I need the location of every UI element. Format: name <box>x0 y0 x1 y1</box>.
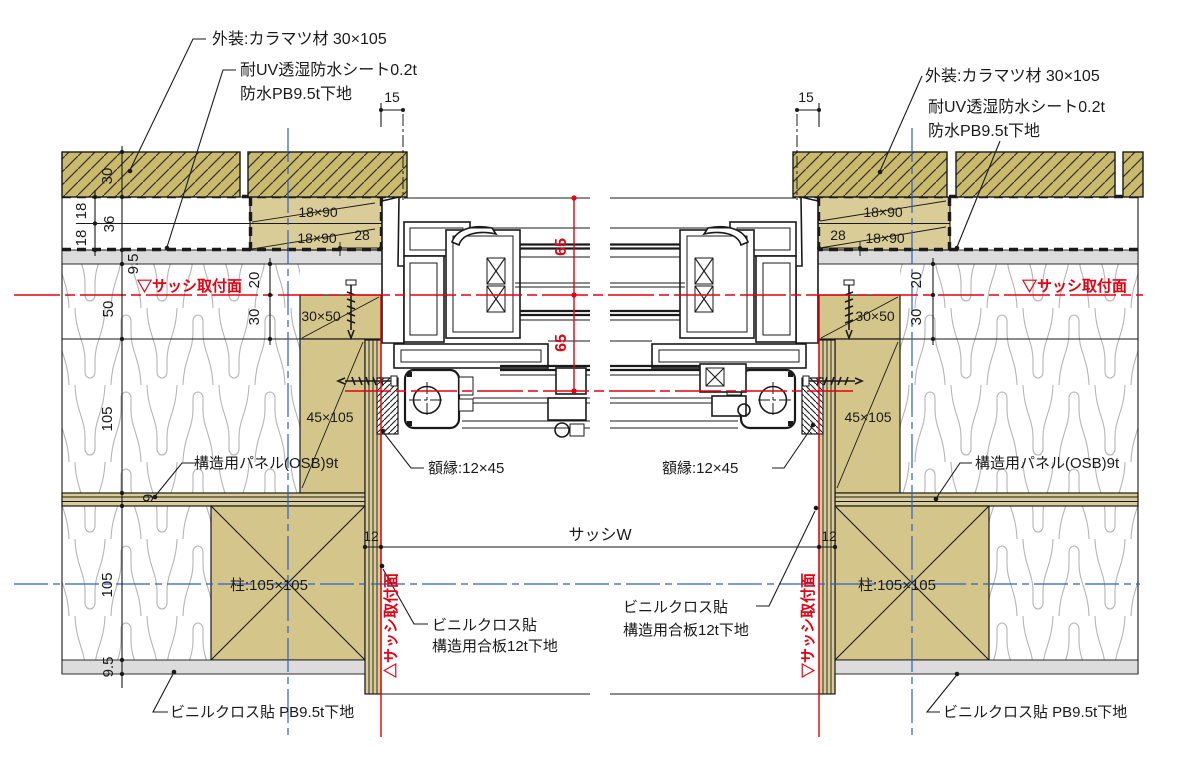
label-furring-left-1: 18×90 <box>298 204 338 220</box>
dim-18-b: 18 <box>73 230 90 247</box>
label-sash-w: サッシW <box>568 527 632 544</box>
dim-9_5-top: 9.5 <box>125 254 142 275</box>
dim-30-cladding: 30 <box>99 168 116 185</box>
label-exterior-left: 外装:カラマツ材 30×105 <box>212 30 387 48</box>
dim-12-right: 12 <box>821 528 837 544</box>
label-vinyl-pb-left: ビニルクロス貼 PB9.5t下地 <box>170 704 354 721</box>
label-sash-face-left: ▽サッシ取付面 <box>136 277 242 295</box>
label-sash-face-vertical-right: ▽サッシ取付面 <box>799 573 817 679</box>
label-plywood12t-left: 構造用合板12t下地 <box>432 637 558 655</box>
dim-65-upper: 65 <box>553 238 570 256</box>
waterproof-pb-band <box>61 249 383 265</box>
label-vinyl-pb-right: ビニルクロス貼 PB9.5t下地 <box>943 704 1127 721</box>
label-exterior-right: 外装:カラマツ材 30×105 <box>925 67 1100 85</box>
label-sash-face-right: ▽サッシ取付面 <box>1021 277 1127 295</box>
label-furring-left-2: 18×90 <box>297 230 337 246</box>
osb-band <box>61 492 366 507</box>
insulation-105-zone-inner <box>62 506 211 660</box>
label-furring-right-1: 18×90 <box>863 204 903 220</box>
dim-36: 36 <box>101 216 118 233</box>
label-frame-right: 額縁:12×45 <box>662 460 738 477</box>
label-30x50-right: 30×50 <box>855 308 895 324</box>
screw-vertical <box>345 279 357 341</box>
label-45x105-right: 45×105 <box>844 409 891 425</box>
dim-30-right: 30 <box>908 309 925 326</box>
label-30x50-left: 30×50 <box>301 308 341 324</box>
dim-105-inner: 105 <box>99 572 116 597</box>
dim-12-left: 12 <box>363 528 379 544</box>
dim-20-left: 20 <box>246 272 263 289</box>
insulation-105-zone <box>62 339 300 493</box>
dim-28-right: 28 <box>830 227 846 243</box>
insulation-50-zone <box>62 264 300 339</box>
label-pb-waterproof-left: 防水PB9.5t下地 <box>240 85 352 103</box>
label-osb-right: 構造用パネル(OSB)9t <box>975 455 1120 472</box>
label-vinyl-cloth-right: ビニルクロス貼 <box>623 599 728 616</box>
lower-sash-hardware-left <box>547 367 587 438</box>
label-frame-left: 額縁:12×45 <box>428 460 504 477</box>
glazing-lines <box>404 197 796 429</box>
member-annotation-lines <box>251 200 947 489</box>
label-furring-right-2: 18×90 <box>865 230 905 246</box>
label-pillar-left: 柱:105×105 <box>230 577 308 594</box>
frame-12x45-block <box>376 377 399 435</box>
exterior-cladding <box>61 151 1144 198</box>
label-sash-face-vertical-left: △サッシ取付面 <box>382 573 400 679</box>
dimension-lines <box>76 103 936 688</box>
label-uv-sheet-left: 耐UV透湿防水シート0.2t <box>240 61 417 79</box>
dim-9-osb: 9 <box>140 494 157 502</box>
label-45x105-left: 45×105 <box>306 409 353 425</box>
label-osb-left: 構造用パネル(OSB)9t <box>194 455 339 472</box>
dim-15-right: 15 <box>798 89 814 105</box>
dim-28-left: 28 <box>354 227 370 243</box>
dim-105-outer: 105 <box>99 406 116 431</box>
label-pb-waterproof-right: 防水PB9.5t下地 <box>928 122 1040 140</box>
label-pillar-right: 柱:105×105 <box>858 577 936 594</box>
dim-20-right: 20 <box>908 272 925 289</box>
dim-50: 50 <box>100 301 117 318</box>
dim-30-left: 30 <box>246 309 263 326</box>
dim-65-lower: 65 <box>553 334 570 352</box>
label-plywood12t-right: 構造用合板12t下地 <box>623 621 749 639</box>
dim-18-a: 18 <box>73 203 90 220</box>
dim-15-left: 15 <box>384 89 400 105</box>
leader-lines <box>127 38 1001 713</box>
sash-jamb-assembly <box>335 195 549 430</box>
label-uv-sheet-right: 耐UV透湿防水シート0.2t <box>928 98 1105 116</box>
label-vinyl-cloth-left: ビニルクロス貼 <box>432 617 537 634</box>
dim-9_5-bottom: 9.5 <box>100 657 117 678</box>
lower-sash-hardware-right <box>699 363 751 417</box>
